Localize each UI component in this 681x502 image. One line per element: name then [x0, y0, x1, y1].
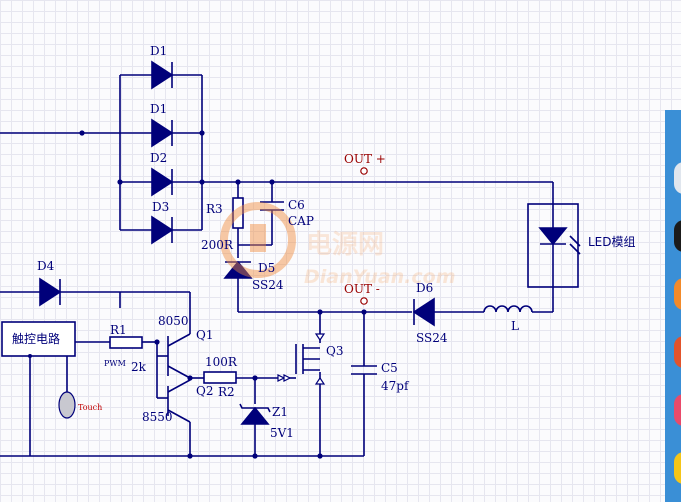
app-icon-dark[interactable] — [674, 220, 681, 252]
label-d3: D3 — [152, 200, 169, 214]
label-d6-part: SS24 — [416, 331, 448, 345]
diode-d6 — [412, 297, 435, 327]
label-c5-value: 47pf — [381, 379, 410, 393]
label-z1-value: 5V1 — [270, 426, 294, 440]
label-r1-value: 2k — [131, 360, 147, 374]
label-d6: D6 — [416, 281, 433, 295]
label-d1-second: D1 — [150, 102, 167, 116]
label-led-module: LED模组 — [588, 235, 636, 249]
label-c5: C5 — [381, 361, 398, 375]
watermark-en: DianYuan.com — [304, 266, 456, 288]
diode-d4 — [39, 277, 62, 307]
watermark-logo: 电源网 DianYuan.com — [220, 202, 456, 288]
app-icon-red[interactable] — [674, 336, 681, 368]
app-icon-pink[interactable] — [674, 394, 681, 426]
label-r2: R2 — [218, 385, 235, 399]
label-q2-part: 8550 — [142, 410, 173, 424]
label-z1: Z1 — [272, 405, 288, 419]
diode-d5 — [223, 260, 253, 279]
label-d2: D2 — [150, 151, 167, 165]
label-r3: R3 — [206, 202, 223, 216]
label-inductor: L — [511, 319, 519, 333]
junction-dots — [28, 130, 367, 459]
label-d5: D5 — [258, 261, 275, 275]
q3-arrows — [277, 333, 326, 385]
label-pwm: PWM — [104, 359, 126, 368]
touch-circuit-block — [1, 321, 76, 357]
label-out-minus: OUT - — [344, 282, 380, 296]
resistors — [109, 197, 244, 384]
label-out-plus: OUT + — [344, 152, 386, 166]
watermark-cn: 电源网 — [306, 230, 384, 260]
out-plus-terminal — [360, 167, 368, 175]
touch-pad — [58, 391, 76, 419]
app-icon-orange[interactable] — [674, 278, 681, 310]
label-q1-part: 8050 — [158, 314, 189, 328]
label-q2: Q2 — [196, 384, 213, 398]
led-module — [527, 203, 581, 288]
zener-z1 — [239, 403, 271, 425]
capacitors — [260, 201, 377, 375]
inductor-l — [483, 305, 533, 313]
diode-bank — [151, 60, 174, 245]
label-q3: Q3 — [326, 344, 343, 358]
label-d1-top: D1 — [150, 44, 167, 58]
label-q1: Q1 — [196, 328, 213, 342]
label-c6-value: CAP — [288, 214, 314, 228]
globe-icon[interactable] — [674, 162, 681, 194]
label-d4: D4 — [37, 259, 55, 273]
label-r2-value: 100R — [205, 355, 238, 369]
label-touch: Touch — [78, 403, 102, 412]
label-c6: C6 — [288, 198, 305, 212]
label-r3-value: 200R — [201, 238, 234, 252]
app-icon-yellow[interactable] — [674, 452, 681, 484]
label-d5-part: SS24 — [252, 278, 284, 292]
out-minus-terminal — [360, 297, 368, 305]
label-touch-block: 触控电路 — [12, 331, 60, 346]
label-r1: R1 — [110, 323, 127, 337]
